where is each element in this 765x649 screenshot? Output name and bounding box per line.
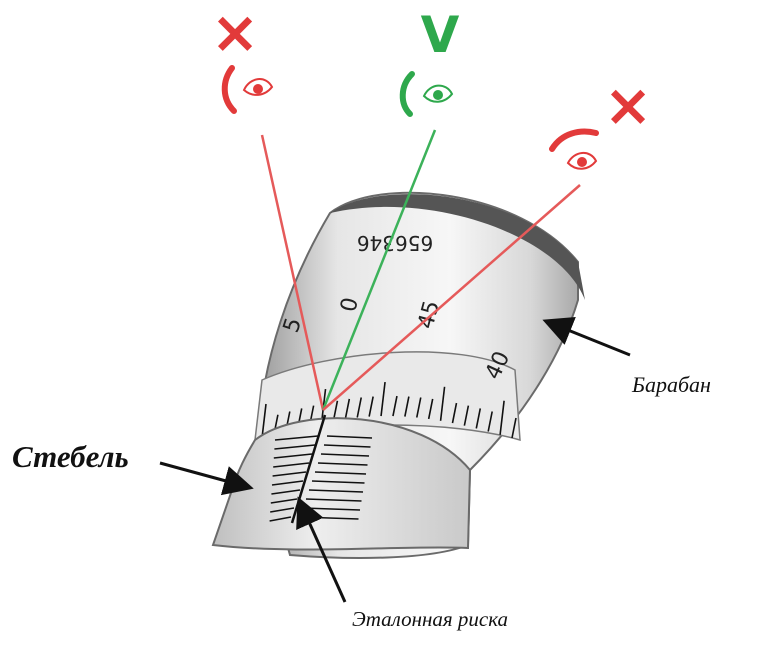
stem-tick [320,453,370,457]
drum-tick [261,403,267,439]
stem-tick [274,444,316,450]
stem-tick [314,471,367,475]
drum-tick [511,417,517,439]
drum-tick [463,405,470,426]
drum-tick [404,396,410,417]
drum-serial-number: 656346 [357,231,433,255]
stem-tick [270,498,298,504]
drum-mark-0: 0 [336,295,363,314]
stem-tick [273,462,310,468]
reference-line-arrow [296,496,347,603]
drum-tick [356,397,363,418]
drum-tick [439,386,446,421]
drum-tick [499,400,505,435]
stem-tick [308,489,364,493]
cross-mark-icon: × [604,71,653,139]
stem-arrow [159,461,254,496]
eye-icon [549,128,599,170]
drum-tick [392,395,398,417]
stem-tick [317,462,368,466]
eye-icon [221,65,274,114]
drum-tick [427,398,434,420]
eye-icon [399,71,454,117]
stem-tick [274,435,319,441]
stem-scale-ticks [269,435,373,522]
stem-tick [269,516,292,522]
stem-tick [273,453,313,459]
drum-label: Барабан [631,372,711,397]
drum-tick [368,396,374,417]
drum-rim [330,194,585,300]
stem-tick [311,480,365,484]
sight-line-right [322,184,581,411]
drum-tick [344,398,351,420]
stem-tick [271,489,301,495]
drum-scale-ticks [261,381,517,439]
drum-tick [475,408,482,429]
stem-tick [270,507,295,513]
drum-tick [451,402,458,424]
stem-tick [272,471,307,477]
drum-tick [487,411,493,432]
stem-tick [326,435,373,439]
stem-tick [323,444,371,448]
stem-label: Стебель [12,439,129,474]
check-mark-icon: V [421,6,460,64]
sight-line-center [321,129,437,411]
reference-line-label: Эталонная риска [352,607,508,631]
stem [211,414,472,551]
sight-line-left [260,134,325,411]
drum-tick [415,397,422,418]
stem-tick [271,480,304,486]
drum-arrow [542,317,631,357]
drum-tick [380,381,386,417]
cross-mark-icon: × [211,0,260,66]
